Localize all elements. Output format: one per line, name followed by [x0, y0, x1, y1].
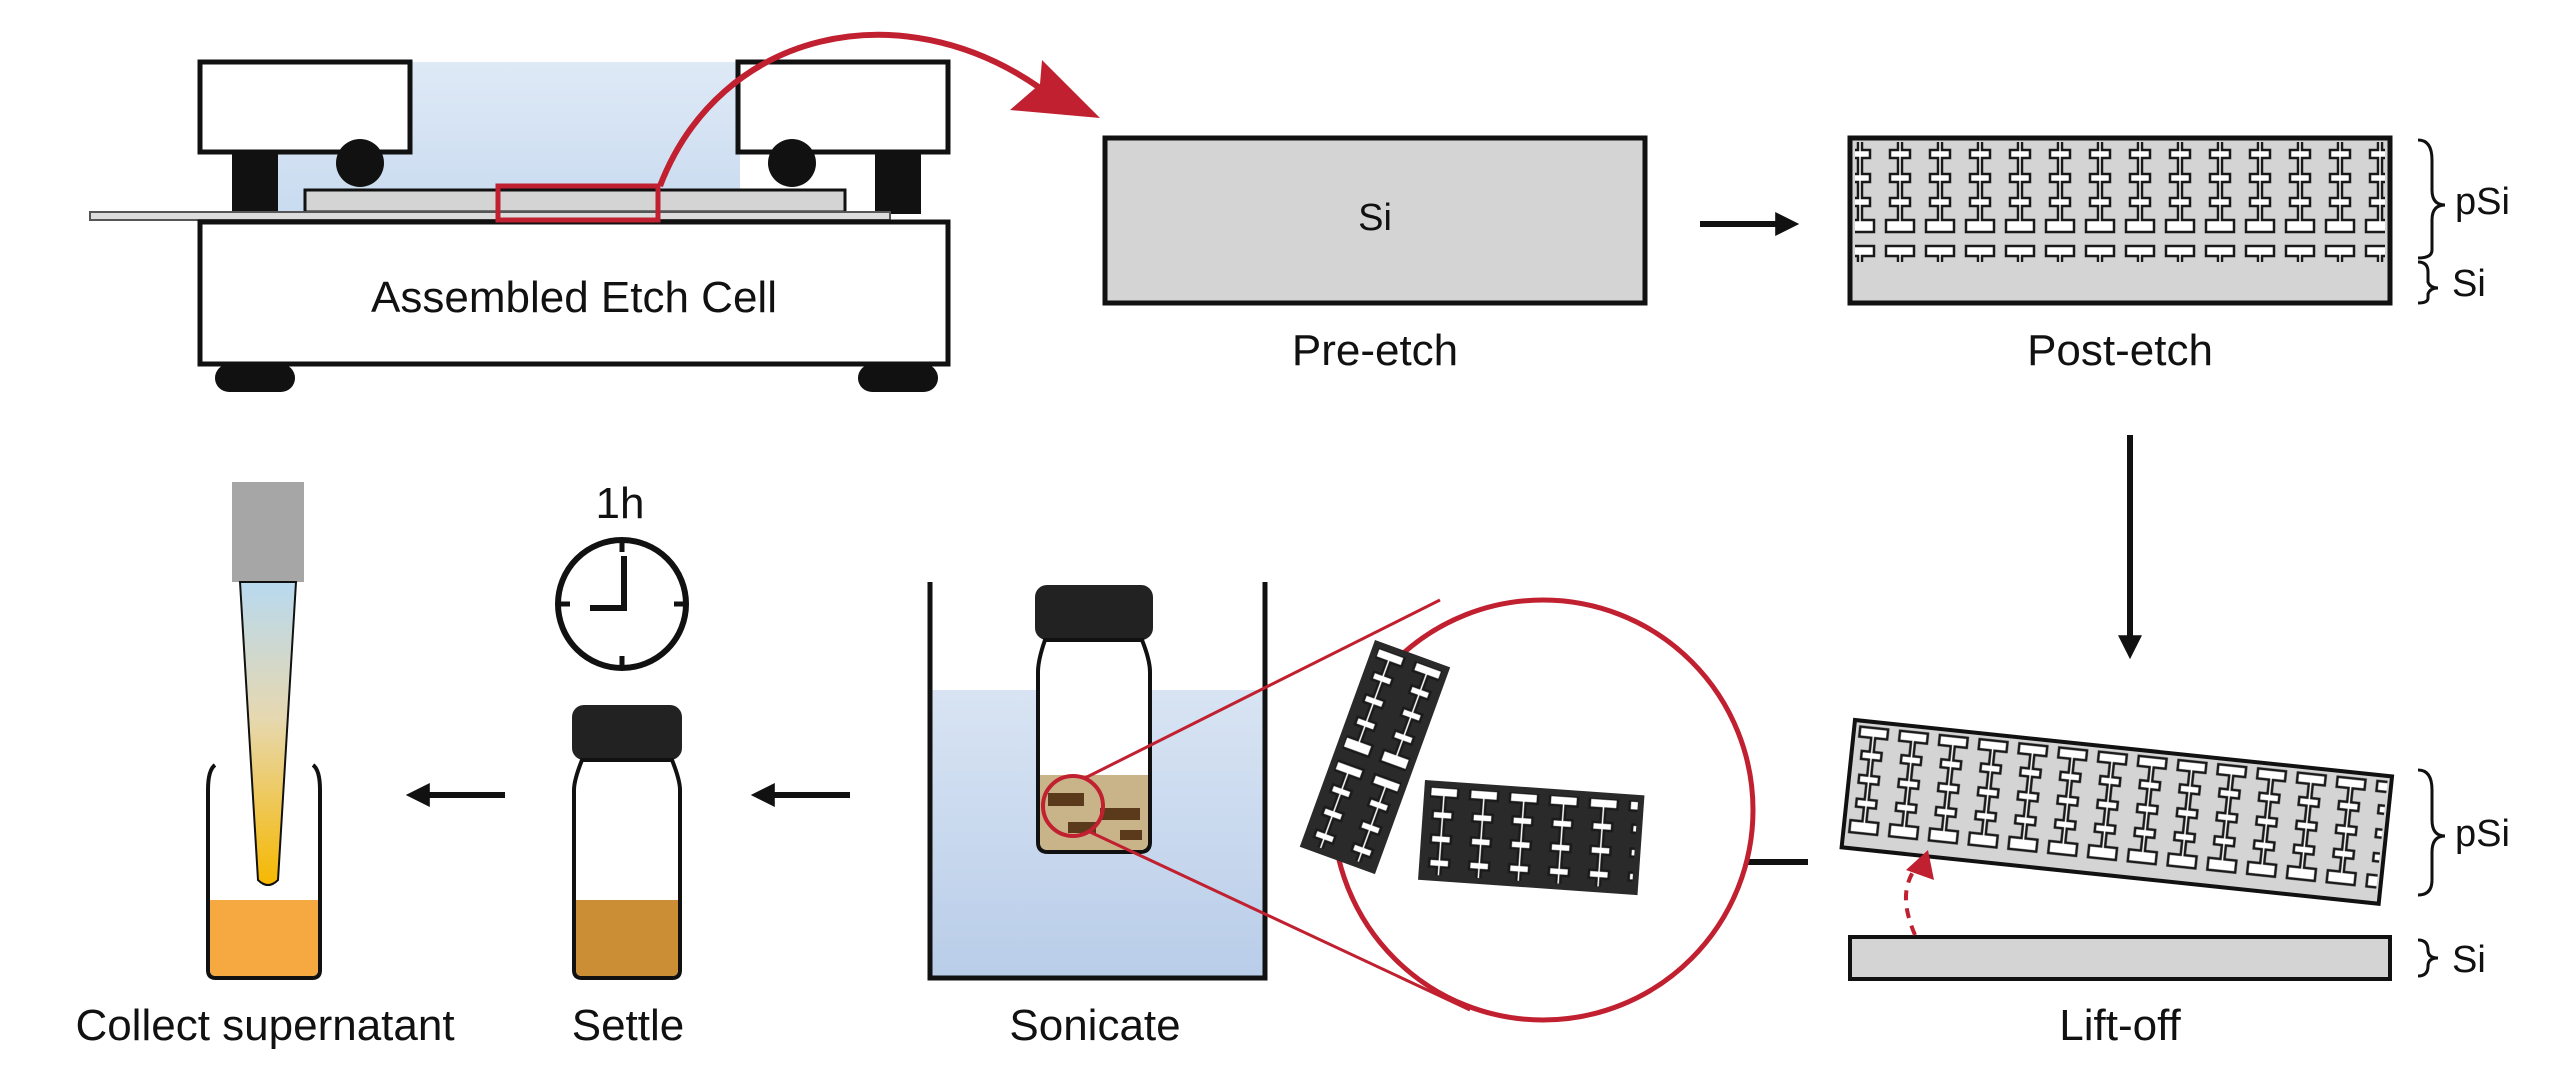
particle	[1068, 822, 1096, 833]
lift-direction-arrow	[1903, 860, 1922, 936]
settled-sediment	[576, 900, 678, 976]
pipette-body	[232, 482, 304, 582]
psi-label: pSi	[2455, 181, 2510, 223]
lift-off-label: Lift-off	[2059, 1001, 2181, 1050]
particle	[1100, 808, 1140, 820]
supernatant-liquid	[210, 900, 318, 976]
left-oring	[336, 139, 384, 187]
zoom-arrow-head	[1010, 60, 1100, 118]
particle	[1120, 830, 1142, 840]
zoom-region-box	[495, 183, 661, 223]
right-post	[875, 152, 921, 214]
pipette-tip	[238, 581, 298, 886]
magnify-line-bottom	[1089, 830, 1471, 1012]
wafer-in-cell	[303, 188, 847, 214]
left-clamp-block	[197, 59, 413, 155]
pre-etch-label: Pre-etch	[1292, 326, 1458, 375]
sonicate-step: Sonicate	[927, 582, 1756, 1050]
liftoff-psi-label: pSi	[2455, 813, 2510, 855]
collection-vial	[206, 763, 322, 980]
si-brace	[2417, 260, 2439, 305]
porous-layer	[1855, 142, 2385, 262]
lift-direction-arrow-head	[1906, 850, 1934, 880]
zoom-arrow	[657, 31, 1100, 188]
post-etch-label: Post-etch	[2027, 326, 2213, 375]
right-foot	[858, 364, 938, 392]
lifted-psi-film	[1839, 717, 2395, 906]
pre-etch-step: Si Pre-etch	[1102, 135, 1648, 375]
lift-off-step: pSi Si Lift-off	[1839, 717, 2510, 1050]
settle-label: Settle	[572, 1001, 685, 1050]
right-oring	[768, 139, 816, 187]
liftoff-si-label: Si	[2452, 939, 2486, 981]
si-wafer	[1102, 135, 1648, 306]
si-wafer-label: Si	[1358, 197, 1392, 239]
collect-label: Collect supernatant	[75, 1001, 454, 1050]
clock-icon	[555, 537, 689, 671]
si-label: Si	[2452, 263, 2486, 305]
particle	[1048, 793, 1084, 806]
particle-zoom-2	[1418, 780, 1645, 896]
settle-vial-cap	[572, 705, 682, 760]
sonicate-label: Sonicate	[1009, 1001, 1180, 1050]
psi-brace	[2417, 138, 2446, 260]
etch-cell-label: Assembled Etch Cell	[371, 273, 777, 322]
liftoff-psi-brace	[2417, 768, 2446, 897]
left-post	[232, 152, 278, 214]
collect-step: Collect supernatant	[75, 482, 455, 1050]
settle-step: 1h Settle	[555, 479, 689, 1050]
magnify-origin-circle	[1041, 774, 1105, 838]
post-etch-step: pSi Si Post-etch	[1847, 135, 2510, 375]
sonicate-vial-cap	[1035, 585, 1153, 640]
cell-base	[197, 219, 951, 367]
etch-cell: Assembled Etch Cell	[89, 59, 951, 392]
left-foot	[215, 364, 295, 392]
particle-zoom-1	[1299, 640, 1451, 875]
sonication-bath	[927, 582, 1268, 981]
timer-label: 1h	[596, 479, 645, 528]
right-clamp-block	[735, 59, 951, 155]
remaining-si-substrate	[1848, 935, 2392, 981]
magnify-line-top	[1084, 598, 1441, 780]
liftoff-si-brace	[2417, 938, 2439, 978]
electrode-foil	[89, 211, 891, 221]
